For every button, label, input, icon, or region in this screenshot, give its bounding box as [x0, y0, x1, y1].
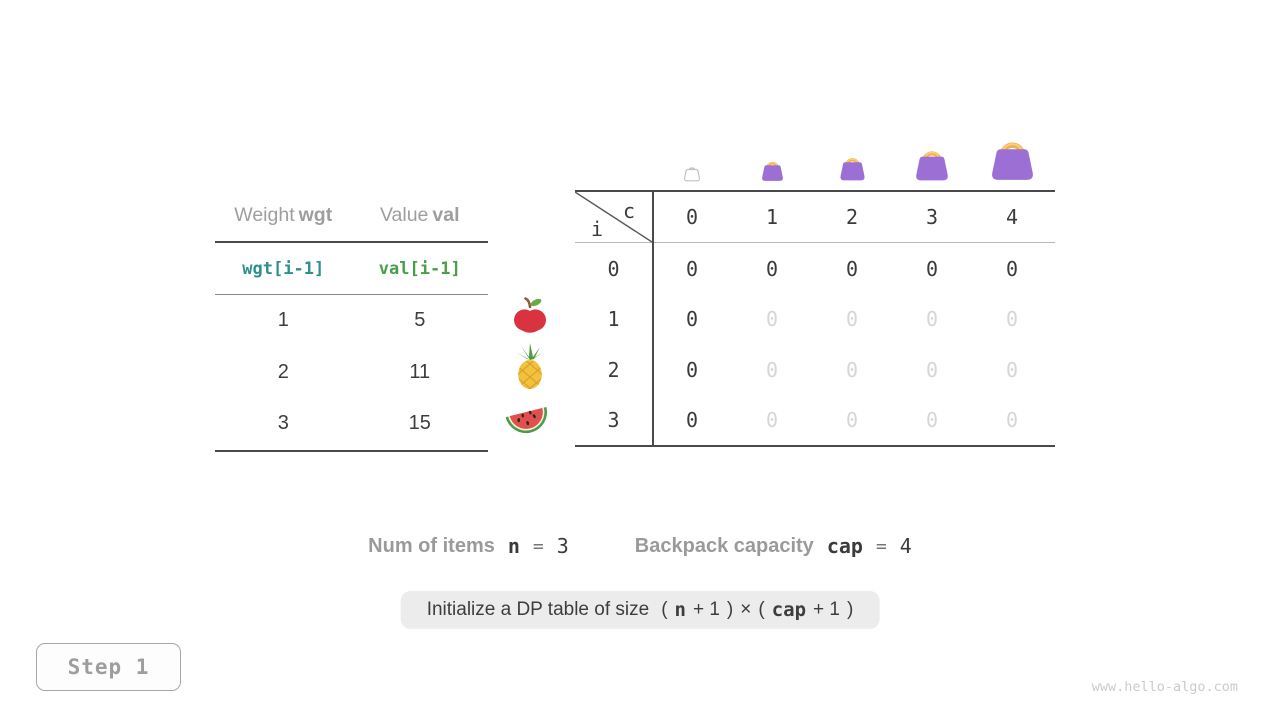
plus-one: + 1 — [692, 599, 720, 620]
dp-cell-3-0: 0 — [685, 407, 699, 432]
wgt-code-word: wgt — [298, 204, 333, 226]
items-table-code-row: wgt[i-1] val[i-1] — [215, 243, 488, 295]
dp-cell-3-4: 0 — [1005, 407, 1019, 432]
bag-outline-icon — [683, 165, 701, 182]
dp-col-header-0: 0 — [685, 205, 699, 229]
dp-row-header-0: 0 — [607, 257, 620, 282]
handbag-icon-small — [760, 159, 785, 182]
dp-cell-2-4: 0 — [1005, 357, 1019, 382]
close-paren: ) — [726, 599, 734, 620]
dp-row-header-1: 1 — [607, 307, 620, 332]
dp-cell-2-0: 0 — [685, 357, 699, 382]
site-watermark: www.hello-algo.com — [1091, 679, 1238, 695]
dp-corner-row-var: i — [590, 217, 604, 241]
step-button[interactable]: Step 1 — [36, 643, 181, 691]
open-paren: ( — [758, 599, 765, 620]
dp-table-cells: 0 0 0 0 0 0 0 0 0 0 0 0 0 0 0 0 0 0 0 0 — [652, 244, 1052, 445]
dp-cell-0-4: 0 — [1005, 257, 1019, 282]
dp-cell-1-4: 0 — [1005, 307, 1019, 332]
apple-icon — [512, 296, 548, 336]
wgt-expression: wgt[i-1] — [242, 258, 325, 279]
dp-row-headers: 0 1 2 3 — [575, 244, 652, 445]
item-3-weight: 3 — [277, 412, 289, 435]
num-items-label: Num of items — [368, 534, 495, 557]
item-1-weight: 1 — [277, 309, 289, 332]
caption-expression: ( n + 1) × ( cap + 1) — [661, 599, 853, 621]
dp-col-header-3: 3 — [925, 205, 939, 229]
dp-col-header-2: 2 — [845, 205, 859, 229]
dp-cell-2-2: 0 — [845, 357, 859, 382]
item-row-3: 3 15 — [215, 398, 488, 452]
cap-value: 4 — [899, 534, 912, 558]
dp-column-headers: 0 1 2 3 4 — [652, 192, 1052, 242]
dp-row-header-3: 3 — [607, 407, 620, 432]
dp-cell-3-3: 0 — [925, 407, 939, 432]
dp-cell-1-2: 0 — [845, 307, 859, 332]
equals-sign: = — [532, 535, 544, 557]
dp-table-vertical-rule — [652, 190, 654, 447]
watermelon-icon — [503, 398, 551, 438]
dp-table-header-separator — [575, 242, 1055, 244]
item-2-value: 11 — [409, 360, 431, 383]
item-row-1: 1 5 — [215, 295, 488, 347]
dp-cell-0-2: 0 — [845, 257, 859, 282]
dp-cell-0-0: 0 — [685, 257, 699, 282]
item-row-2: 2 11 — [215, 347, 488, 399]
caption-text: Initialize a DP table of size — [426, 599, 650, 620]
item-1-value: 5 — [414, 309, 426, 332]
n-variable: n — [507, 534, 520, 558]
capacity-group: Backpack capacity cap = 4 — [635, 534, 912, 558]
equals-sign: = — [875, 535, 887, 557]
n-value: 3 — [556, 534, 569, 558]
dp-cell-3-2: 0 — [845, 407, 859, 432]
capacity-label: Backpack capacity — [634, 534, 814, 557]
dp-col-header-4: 4 — [1005, 205, 1019, 229]
handbag-icon-xlarge — [988, 137, 1037, 182]
n-variable: n — [674, 599, 686, 621]
dp-col-header-1: 1 — [765, 205, 779, 229]
item-3-value: 15 — [408, 412, 431, 435]
close-paren: ) — [846, 599, 854, 620]
dp-cell-1-0: 0 — [685, 307, 699, 332]
val-expression: val[i-1] — [378, 258, 461, 279]
dp-row-header-2: 2 — [607, 357, 620, 382]
item-2-weight: 2 — [277, 360, 289, 383]
dp-cell-1-1: 0 — [765, 307, 779, 332]
dp-cell-0-3: 0 — [925, 257, 939, 282]
multiply-sign: × — [740, 599, 752, 620]
dp-corner-col-var: c — [622, 199, 636, 223]
dp-table-bottom-border — [575, 445, 1055, 447]
parameters-legend: Num of items n = 3 Backpack capacity cap… — [0, 534, 1280, 558]
pineapple-icon — [510, 343, 550, 391]
dp-cell-1-3: 0 — [925, 307, 939, 332]
open-paren: ( — [661, 599, 668, 620]
dp-cell-2-3: 0 — [925, 357, 939, 382]
handbag-icon-medium — [838, 155, 867, 182]
cap-variable: cap — [826, 534, 863, 558]
dp-cell-3-1: 0 — [765, 407, 779, 432]
cap-variable: cap — [771, 599, 807, 621]
handbag-icon-large — [913, 147, 951, 182]
dp-table-top-border — [575, 190, 1055, 192]
dp-corner-diagonal — [575, 192, 653, 243]
num-items-group: Num of items n = 3 — [368, 534, 569, 558]
step-caption-box: Initialize a DP table of size ( n + 1) × ( ca… — [400, 591, 880, 629]
dp-cell-2-1: 0 — [765, 357, 779, 382]
dp-cell-0-1: 0 — [765, 257, 779, 282]
val-code-word: val — [432, 204, 460, 226]
plus-one: + 1 — [813, 599, 840, 620]
